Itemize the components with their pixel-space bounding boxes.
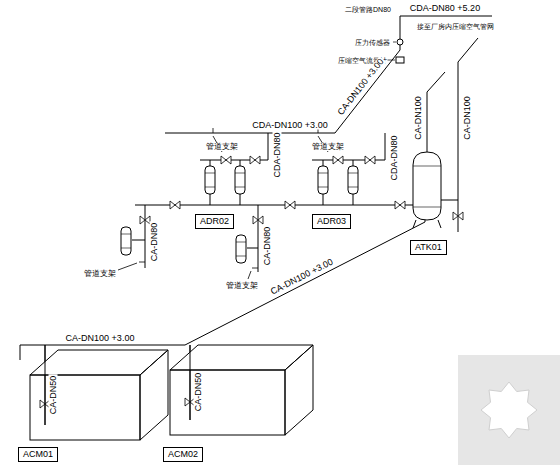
- valve-symbol: [170, 201, 180, 209]
- pipe-label: CA-DN50: [194, 372, 203, 413]
- equipment-tag-text: ADR02: [200, 216, 229, 227]
- pipe-label: CA-DN80: [150, 222, 159, 263]
- air-receiver-tank: [413, 152, 441, 228]
- equipment-tag: ADR03: [312, 214, 351, 229]
- support-label: 管道支架: [225, 282, 259, 290]
- watermark-star: [481, 382, 537, 438]
- vessel-stub: [210, 194, 353, 205]
- watermark: [458, 355, 560, 465]
- equipment-tag-text: ACM01: [23, 449, 53, 460]
- dryer-vessel: [205, 166, 215, 194]
- compressor-box-front: [170, 370, 285, 435]
- ca-branch-pipe: [132, 205, 145, 268]
- valve-symbol: [365, 156, 375, 164]
- tank-side-pipe: [441, 200, 458, 201]
- pipe-label: CA-DN50: [49, 375, 58, 416]
- pipe-label: CA-DN80: [263, 226, 272, 267]
- dryer-vessel: [318, 166, 328, 194]
- equipment-tag-text: ACM02: [168, 449, 198, 460]
- support-label: 管道支架: [83, 270, 117, 278]
- valve-symbol: [221, 156, 231, 164]
- pipe-label: CDA-DN80: [390, 134, 399, 181]
- pipe-supports: [118, 128, 328, 279]
- cda-branch-pipe: [200, 133, 268, 160]
- tank-bypass-pipe: [458, 38, 478, 232]
- compressors: [30, 345, 313, 440]
- instrument-label: 压力传感器: [354, 39, 391, 46]
- pipe-label: CA-DN100: [463, 95, 472, 141]
- watermark-panel: [458, 355, 560, 465]
- filter-vessel: [236, 235, 246, 263]
- note-label: 接至厂房内压缩空气管网: [416, 23, 495, 30]
- tank-legs: [413, 220, 441, 228]
- compressor-box-top-side: [30, 350, 168, 440]
- tank-outlet-pipe: [427, 72, 445, 152]
- pressure-sensor-symbol: [397, 39, 403, 45]
- tank-shell: [413, 152, 441, 220]
- pipe-label: CA-DN100 +3.00: [268, 257, 335, 297]
- dryer-vessel: [235, 166, 245, 194]
- equipment-tag: ACM01: [18, 447, 58, 462]
- equipment-tag-text: ATK01: [415, 242, 442, 253]
- valve-symbol: [395, 201, 405, 209]
- valve-symbol: [285, 201, 295, 209]
- valve-symbol: [250, 156, 260, 164]
- ca-branch-pipe: [247, 205, 258, 272]
- note-label: 二段管路DN80: [344, 6, 392, 13]
- support-label: 管道支架: [205, 143, 239, 151]
- flow-meter-symbol: [396, 57, 404, 63]
- equipment-tag: ADR02: [195, 214, 234, 229]
- valve-symbol: [453, 212, 463, 220]
- pipe-label: CA-DN100 +3.00: [65, 334, 136, 343]
- valve-symbol: [140, 216, 150, 224]
- dryer-vessels: [121, 166, 358, 263]
- compressor-box-top-side: [170, 345, 313, 435]
- equipment-tag: ATK01: [410, 240, 447, 255]
- filter-vessel: [121, 227, 131, 255]
- valve-symbol: [253, 216, 263, 224]
- ca-main-pipe: [20, 218, 425, 360]
- tank-seam: [413, 166, 441, 207]
- equipment-tag: ACM02: [163, 447, 203, 462]
- compressor-box-front: [30, 375, 140, 440]
- support-label: 管道支架: [311, 143, 345, 151]
- pipe-label: CDA-DN100 +3.00: [251, 121, 328, 130]
- cda-branch-pipe: [312, 133, 385, 160]
- vessel-stub: [210, 160, 353, 166]
- pipe-label: CDA-DN80: [273, 131, 282, 178]
- dryer-vessel: [348, 166, 358, 194]
- pipe-label: CA-DN100: [414, 95, 423, 141]
- pipe-label: CA-DN100 +3.00: [336, 56, 387, 117]
- support-mark: [118, 262, 145, 270]
- ca-drop-pipe: [45, 345, 190, 425]
- equipment-tag-text: ADR03: [317, 216, 346, 227]
- valve-symbol: [333, 156, 343, 164]
- support-mark: [248, 268, 258, 279]
- elevation-label: CDA-DN80 +5.20: [409, 4, 481, 13]
